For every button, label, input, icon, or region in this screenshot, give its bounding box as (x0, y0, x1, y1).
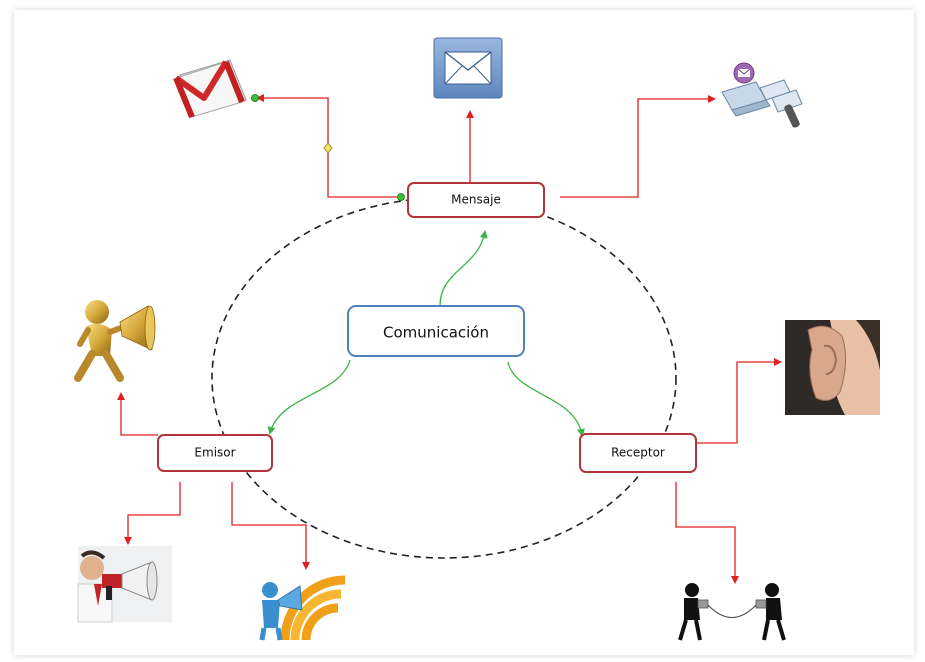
connector-emisor-rss (231, 482, 310, 570)
email-laptop-icon (721, 62, 803, 128)
node-mensaje-label: Mensaje (451, 193, 501, 207)
gmail-icon (173, 59, 247, 119)
man-megaphone-icon (77, 546, 172, 623)
connector-center-receptor (507, 361, 585, 437)
node-comunicacion-label: Comunicación (383, 324, 489, 342)
node-receptor[interactable]: Receptor (579, 433, 697, 473)
connector-emisor-figure (117, 392, 158, 436)
connector-receptor-ear (697, 358, 782, 444)
connector-handle (251, 94, 259, 102)
ear-listening-icon (785, 320, 880, 415)
node-receptor-label: Receptor (611, 446, 665, 460)
connector-handle (397, 193, 405, 201)
tin-can-phone-icon (678, 583, 786, 641)
connector-emisor-man (124, 482, 181, 545)
connector-center-mensaje (439, 230, 488, 307)
rss-megaphone-icon (259, 575, 346, 641)
connector-center-emisor (267, 359, 351, 435)
cycle-ellipse (211, 197, 677, 559)
node-emisor[interactable]: Emisor (157, 434, 273, 472)
adjust-handle (323, 142, 333, 154)
node-comunicacion[interactable]: Comunicación (347, 305, 525, 357)
connector-mensaje-laptop (560, 95, 716, 198)
connector-receptor-phone (675, 482, 739, 584)
megaphone-figure-icon (74, 300, 156, 382)
node-emisor-label: Emisor (194, 446, 235, 460)
node-mensaje[interactable]: Mensaje (407, 182, 545, 218)
envelope-icon (433, 37, 503, 99)
